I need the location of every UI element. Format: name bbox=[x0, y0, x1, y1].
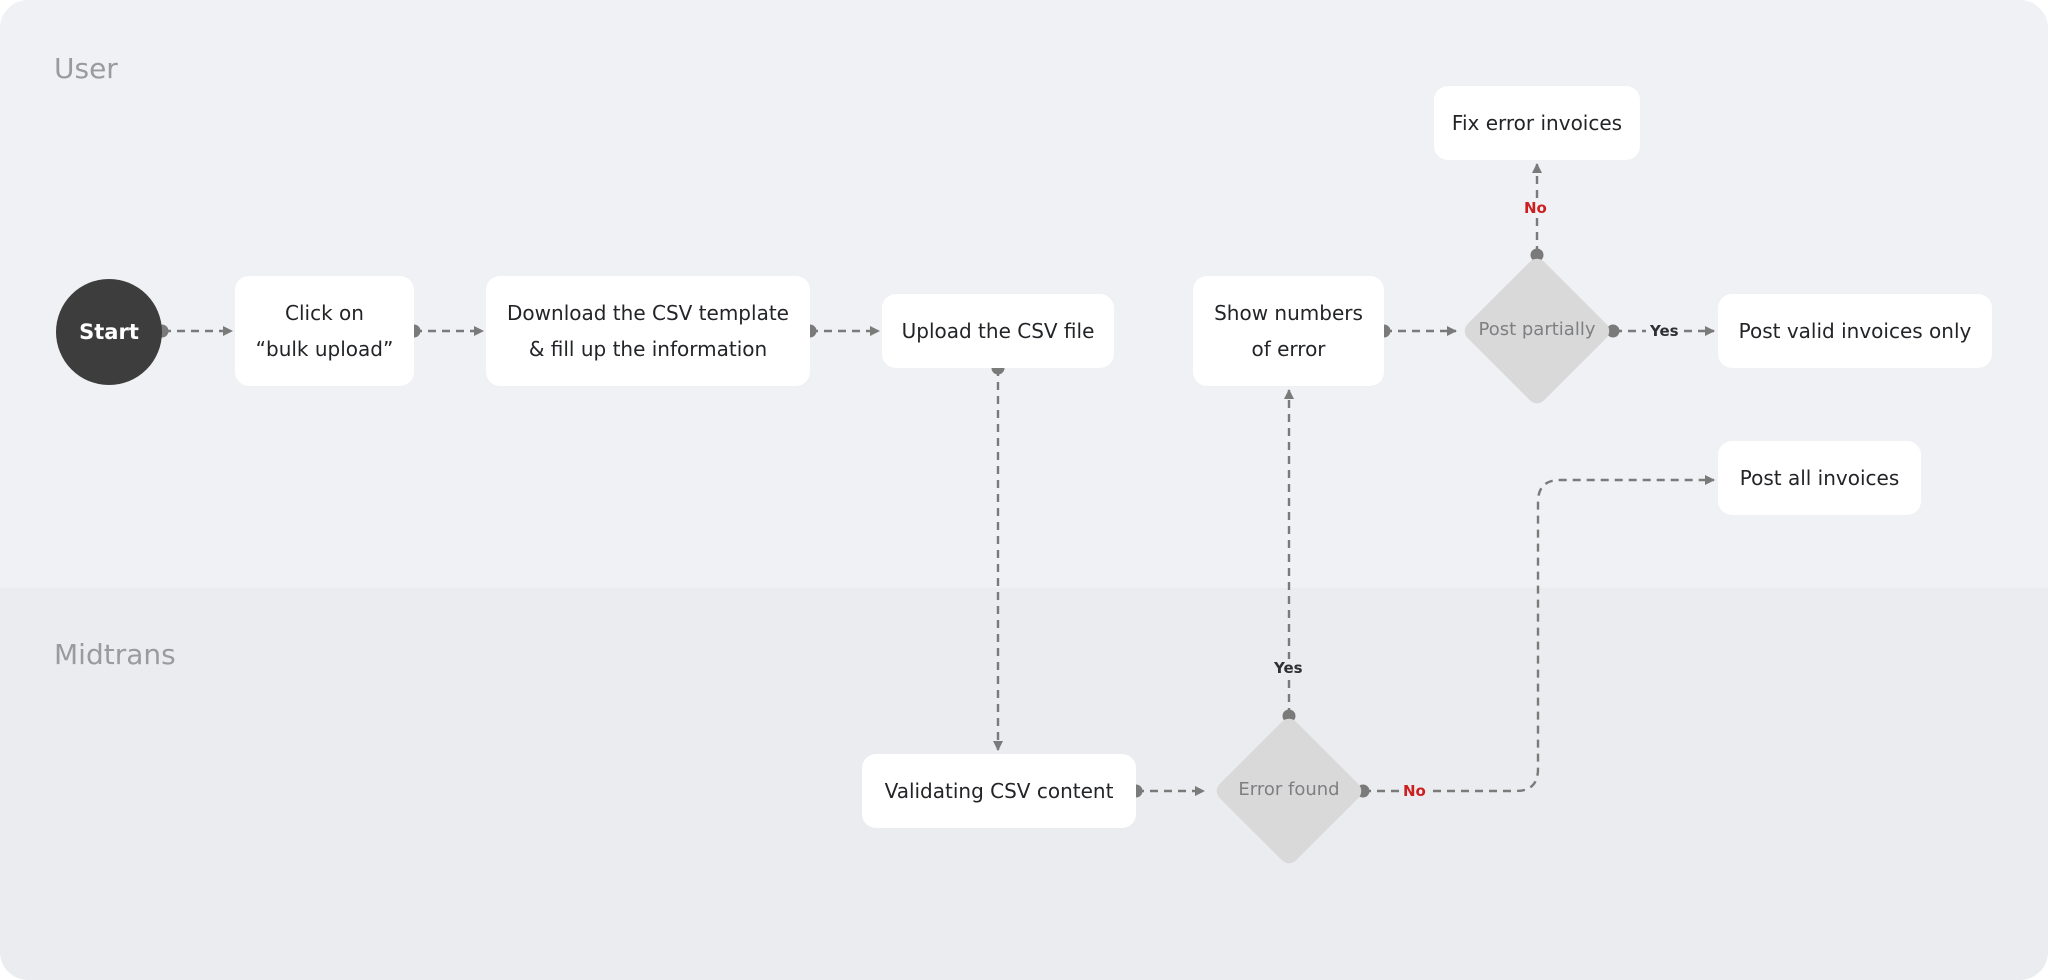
node-show-line1: Show numbers bbox=[1214, 301, 1363, 325]
node-validating: Validating CSV content bbox=[862, 754, 1136, 828]
edge-label-partial-yes: Yes bbox=[1646, 322, 1683, 340]
node-post-valid: Post valid invoices only bbox=[1718, 294, 1992, 368]
start-node: Start bbox=[56, 279, 162, 385]
node-click-line1: Click on bbox=[285, 301, 364, 325]
node-upload-csv: Upload the CSV file bbox=[882, 294, 1114, 368]
edge-label-error-yes: Yes bbox=[1270, 659, 1307, 677]
node-click-line2: “bulk upload” bbox=[255, 337, 394, 361]
lane-title-user: User bbox=[54, 52, 118, 85]
node-show-line2: of error bbox=[1251, 337, 1326, 361]
node-download-line2: & fill up the information bbox=[528, 337, 768, 361]
decision-post-partially-label: Post partially bbox=[1478, 319, 1596, 340]
decision-error-found-label: Error found bbox=[1238, 779, 1340, 800]
node-download-line1: Download the CSV template bbox=[507, 301, 789, 325]
node-post-all: Post all invoices bbox=[1718, 441, 1921, 515]
node-validating-label: Validating CSV content bbox=[884, 779, 1114, 803]
node-click-bulk-upload: Click on “bulk upload” bbox=[235, 276, 414, 386]
port-postpartially-right bbox=[1606, 324, 1620, 338]
edge-label-error-no: No bbox=[1399, 782, 1430, 800]
node-download-template: Download the CSV template & fill up the … bbox=[486, 276, 810, 386]
edge-label-partial-no: No bbox=[1520, 199, 1551, 217]
lane-title-midtrans: Midtrans bbox=[54, 638, 176, 671]
node-upload-label: Upload the CSV file bbox=[901, 319, 1095, 343]
node-post-valid-label: Post valid invoices only bbox=[1738, 319, 1972, 343]
node-fix-label: Fix error invoices bbox=[1451, 111, 1623, 135]
node-show-errors: Show numbers of error bbox=[1193, 276, 1384, 386]
start-label: Start bbox=[79, 320, 139, 344]
edge-errorfound-no-to-postall bbox=[1363, 475, 1715, 793]
node-post-all-label: Post all invoices bbox=[1739, 466, 1900, 490]
node-fix-errors: Fix error invoices bbox=[1434, 86, 1640, 160]
